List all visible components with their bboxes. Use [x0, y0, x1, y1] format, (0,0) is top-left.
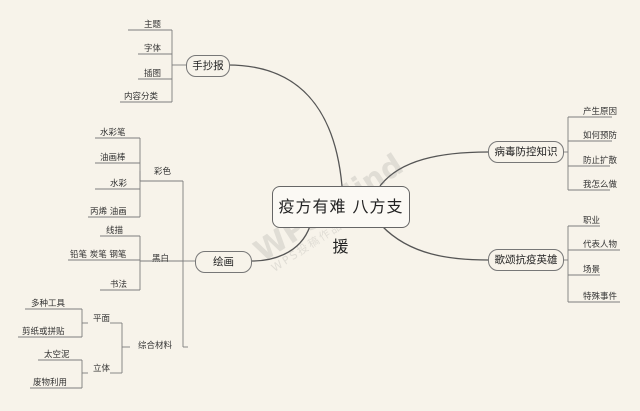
group-heibai[interactable]: 黑白 [152, 254, 170, 264]
group-zonghecailiao[interactable]: 综合材料 [138, 341, 173, 351]
leaf-zhuti[interactable]: 主题 [144, 20, 162, 30]
branch-gesongyingxiong[interactable]: 歌颂抗疫英雄 [488, 249, 564, 271]
leaf-shuicai[interactable]: 水彩 [110, 179, 128, 189]
connector-shouchaobao [227, 64, 343, 187]
leaf-taikongni[interactable]: 太空泥 [44, 350, 70, 360]
branch-bingdufangkong[interactable]: 病毒防控知识 [488, 141, 564, 163]
leaf-daibiaorenwu[interactable]: 代表人物 [583, 240, 618, 250]
leaf-shufa[interactable]: 书法 [110, 280, 128, 290]
branch-huihua[interactable]: 绘画 [195, 251, 252, 273]
leaf-ruheyufang[interactable]: 如何预防 [583, 131, 618, 141]
group-liti[interactable]: 立体 [93, 364, 111, 374]
connector-bingdu [379, 151, 489, 187]
leaf-changjing[interactable]: 场景 [583, 265, 601, 275]
leaf-ziti[interactable]: 字体 [144, 44, 162, 54]
leaf-chanshengyuanyin[interactable]: 产生原因 [583, 107, 618, 117]
leaf-youhuabang[interactable]: 油画棒 [100, 153, 126, 163]
center-topic[interactable]: 疫方有难 八方支援 [272, 186, 410, 256]
connector-gesong [381, 225, 489, 261]
group-pingmian[interactable]: 平面 [93, 314, 111, 324]
leaf-bingxi-youhua[interactable]: 丙烯 油画 [90, 207, 127, 217]
leaf-shuicaibi[interactable]: 水彩笔 [100, 128, 126, 138]
leaf-wozenmezuo[interactable]: 我怎么做 [583, 180, 618, 190]
leaf-teshushijian[interactable]: 特殊事件 [583, 292, 618, 302]
leaf-fangzhikuosan[interactable]: 防止扩散 [583, 156, 618, 166]
leaf-jianzhi-pintie[interactable]: 剪纸或拼贴 [22, 327, 65, 337]
leaf-chatu[interactable]: 插图 [144, 69, 162, 79]
group-caise[interactable]: 彩色 [154, 167, 172, 177]
leaf-qianbi-tanbi-gangbi[interactable]: 铅笔 炭笔 钢笔 [70, 250, 127, 260]
leaf-feiwuliyong[interactable]: 废物利用 [33, 378, 68, 388]
leaf-duozhonggongju[interactable]: 多种工具 [31, 299, 66, 309]
branch-shouchaobao[interactable]: 手抄报 [186, 55, 230, 77]
leaf-xianmiao[interactable]: 线描 [106, 226, 124, 236]
leaf-zhiye[interactable]: 职业 [583, 216, 601, 226]
leaf-neirongfenlei[interactable]: 内容分类 [124, 92, 159, 102]
connector-huihua [251, 225, 311, 262]
